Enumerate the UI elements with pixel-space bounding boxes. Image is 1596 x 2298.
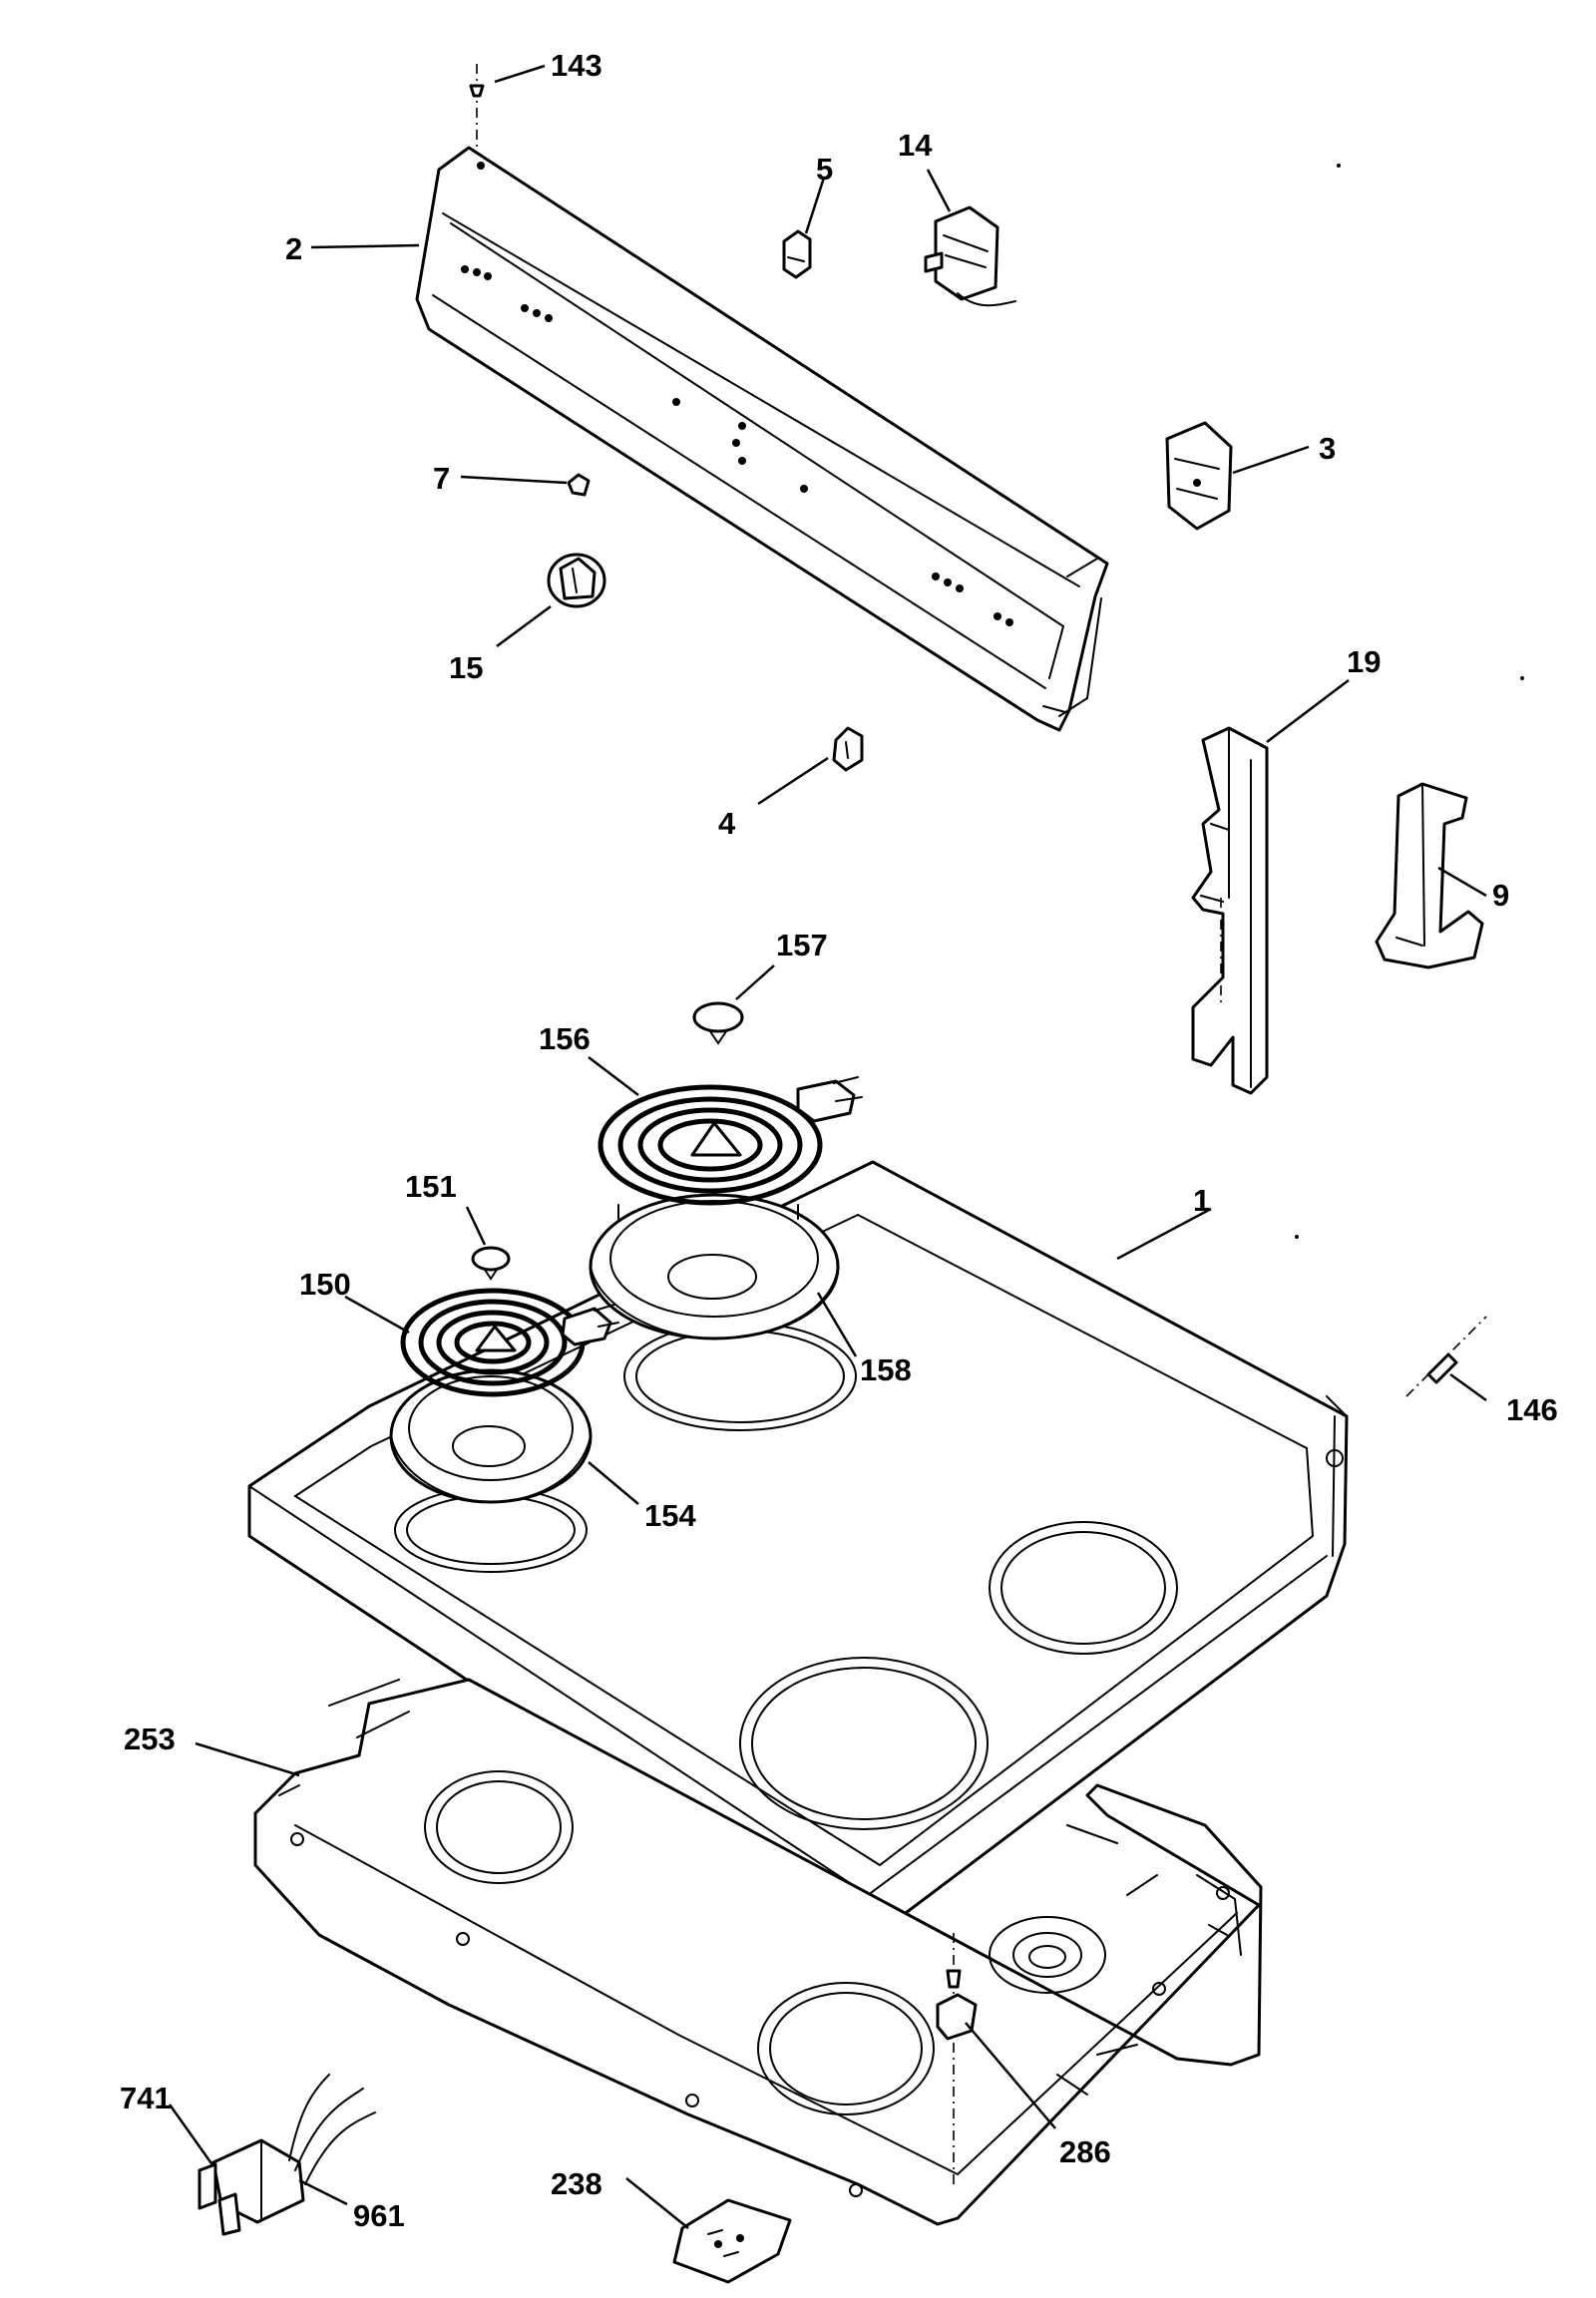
callout-14: 14 <box>898 128 933 163</box>
burner-box-253 <box>253 1678 1263 2226</box>
callout-151: 151 <box>405 1169 457 1204</box>
callout-253: 253 <box>124 1722 176 1756</box>
plate-238 <box>672 2198 792 2284</box>
surface-element-150 <box>400 1288 619 1397</box>
callout-4: 4 <box>718 806 736 841</box>
callout-143: 143 <box>551 48 602 83</box>
switch-3 <box>1165 421 1233 531</box>
callout-2: 2 <box>285 231 302 266</box>
callout-741: 741 <box>120 2081 172 2115</box>
callout-1: 1 <box>1193 1183 1210 1218</box>
control-panel-backsplash <box>415 146 1109 732</box>
drip-pan-158 <box>589 1193 840 1340</box>
callout-9: 9 <box>1492 878 1509 913</box>
bracket-19 <box>1191 726 1269 1095</box>
callout-156: 156 <box>539 1021 591 1056</box>
switch-14 <box>924 205 1016 307</box>
terminal-block-741-961 <box>198 2074 376 2236</box>
callout-961: 961 <box>353 2198 405 2233</box>
callout-158: 158 <box>860 1352 912 1387</box>
callout-15: 15 <box>449 650 483 685</box>
leader-lines <box>168 64 1487 2229</box>
screw-143 <box>469 64 485 150</box>
callout-286: 286 <box>1059 2134 1111 2169</box>
drip-pan-154 <box>389 1368 593 1504</box>
indicator-7 <box>567 473 591 497</box>
callout-3: 3 <box>1319 431 1336 466</box>
callout-150: 150 <box>299 1267 351 1302</box>
callout-154: 154 <box>644 1498 696 1533</box>
knob-15 <box>547 553 606 608</box>
callout-238: 238 <box>551 2166 602 2201</box>
trim-ring-151 <box>471 1246 511 1281</box>
trim-ring-157 <box>692 1001 744 1045</box>
bracket-9 <box>1375 782 1484 969</box>
callout-labels: 143 2 5 14 3 7 15 19 4 9 157 156 151 1 1… <box>120 48 1558 2233</box>
callout-19: 19 <box>1347 644 1381 679</box>
clip-286 <box>936 1933 978 2184</box>
callout-7: 7 <box>433 461 450 496</box>
knob-4 <box>832 726 864 772</box>
callout-5: 5 <box>816 152 833 187</box>
switch-5 <box>782 229 812 279</box>
callout-146: 146 <box>1506 1392 1558 1427</box>
callout-157: 157 <box>776 928 828 962</box>
surface-element-156 <box>598 1076 863 1220</box>
screw-146 <box>1405 1316 1487 1397</box>
